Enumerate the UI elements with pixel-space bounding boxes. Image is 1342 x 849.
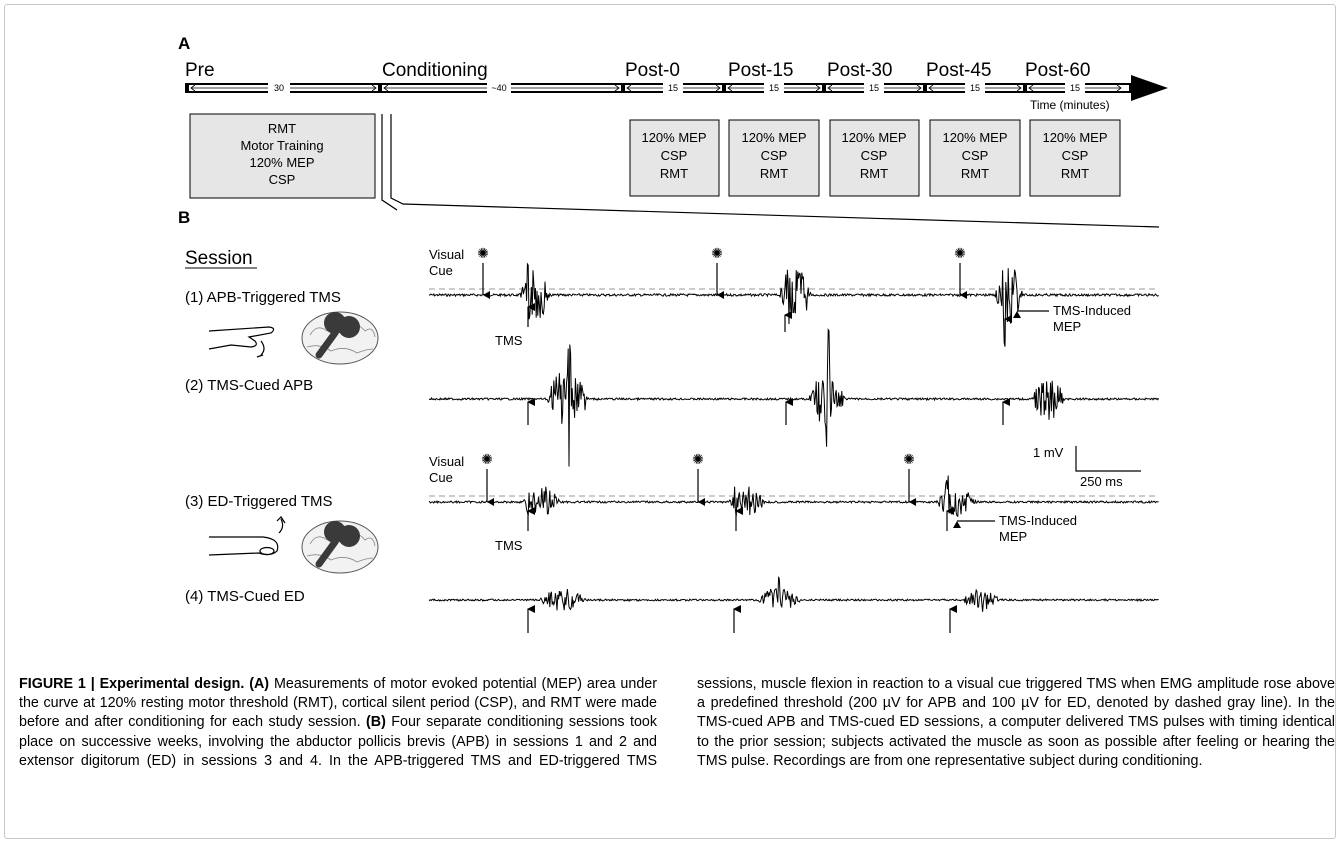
cue-down-arrows — [482, 263, 967, 506]
pre-measurement-box: RMT Motor Training 120% MEP CSP — [189, 113, 376, 199]
caption-label: FIGURE 1 | Experimental design. — [19, 676, 245, 692]
post-box: 120% MEP CSP RMT — [929, 119, 1021, 197]
post-box-line: 120% MEP — [641, 130, 706, 145]
flash-icon: ✺ — [954, 245, 966, 261]
threshold-lines — [429, 288, 1159, 497]
time-axis-label: Time (minutes) — [1030, 98, 1110, 112]
post-box-line: 120% MEP — [841, 130, 906, 145]
visual-cue-label: Cue — [429, 263, 453, 278]
flash-icon: ✺ — [711, 245, 723, 261]
emg-trace-3 — [428, 475, 1159, 518]
post-box-line: CSP — [1062, 148, 1089, 163]
duration-label: 15 — [869, 83, 879, 93]
post-box-line: 120% MEP — [942, 130, 1007, 145]
post-box: 120% MEP CSP RMT — [629, 119, 720, 197]
zoom-lines — [381, 114, 1160, 228]
tms-label: TMS — [495, 333, 523, 348]
phase-name: Post-15 — [728, 60, 793, 81]
phase-names: Pre Conditioning Post-0 Post-15 Post-30 … — [185, 60, 1090, 81]
post-box-line: CSP — [861, 148, 888, 163]
caption-a-tag: (A) — [249, 676, 270, 692]
caption-a-text: Measurements of motor evoked potential (… — [19, 676, 657, 731]
tms-labels: TMS TMS — [495, 333, 523, 553]
post-box-line: RMT — [660, 166, 688, 181]
post-box-line: RMT — [760, 166, 788, 181]
duration-label: 15 — [1070, 83, 1080, 93]
visual-cue-label: Visual — [429, 247, 464, 262]
figure-caption: FIGURE 1 | Experimental design. (A) Meas… — [19, 675, 1335, 771]
session-labels: (1) APB-Triggered TMS (2) TMS-Cued APB (… — [185, 289, 341, 605]
visual-cue-annotations: Visual Cue Visual Cue — [429, 247, 464, 485]
caption-b-tag: (B) — [366, 714, 386, 731]
phase-name: Post-45 — [926, 60, 991, 81]
mep-label: MEP — [1053, 319, 1081, 334]
brain-icon — [301, 520, 379, 574]
mep-label: TMS-Induced — [1053, 303, 1131, 318]
session-label: (3) ED-Triggered TMS — [185, 493, 333, 510]
duration-label: 15 — [668, 83, 678, 93]
figure-graphic: A Pre Conditioning Post-0 Post-15 Post-3… — [178, 34, 1168, 633]
duration-label: 30 — [274, 83, 284, 93]
flash-icon: ✺ — [477, 245, 489, 261]
post-box-line: RMT — [1061, 166, 1089, 181]
mep-label: MEP — [999, 529, 1027, 544]
post-box: 120% MEP CSP RMT — [728, 119, 820, 197]
hand-icon — [208, 516, 286, 556]
phase-name: Pre — [185, 60, 215, 81]
emg-trace-4 — [428, 576, 1159, 612]
post-box-line: CSP — [962, 148, 989, 163]
duration-label: 15 — [970, 83, 980, 93]
mep-annotations: TMS-Induced MEP TMS-Induced MEP — [953, 303, 1131, 544]
post-box-line: RMT — [860, 166, 888, 181]
mep-label: TMS-Induced — [999, 513, 1077, 528]
emg-trace-2 — [428, 328, 1160, 467]
scale-voltage: 1 mV — [1033, 445, 1064, 460]
pre-box-line: Motor Training — [240, 138, 323, 153]
phase-name: Post-30 — [827, 60, 892, 81]
post-box-line: RMT — [961, 166, 989, 181]
pre-box-line: RMT — [268, 121, 296, 136]
scale-time: 250 ms — [1080, 474, 1123, 489]
caption-paragraph: FIGURE 1 | Experimental design. (A) Meas… — [19, 675, 1335, 771]
session-label: (1) APB-Triggered TMS — [185, 289, 341, 306]
tms-up-arrows — [527, 303, 1012, 633]
post-box-line: CSP — [761, 148, 788, 163]
tms-label: TMS — [495, 538, 523, 553]
flash-icon: ✺ — [481, 451, 493, 467]
session-header: Session — [185, 248, 253, 269]
emg-traces — [428, 262, 1160, 612]
flash-icons: ✺ ✺ ✺ ✺ ✺ ✺ — [477, 245, 966, 467]
duration-labels: 30 ~40 15 15 15 15 15 — [268, 83, 1085, 93]
pre-box-line: CSP — [269, 172, 296, 187]
visual-cue-label: Cue — [429, 470, 453, 485]
phase-name: Post-0 — [625, 60, 680, 81]
duration-label: 15 — [769, 83, 779, 93]
session-label: (4) TMS-Cued ED — [185, 588, 305, 605]
duration-label: ~40 — [491, 83, 506, 93]
scale-bar: 1 mV 250 ms — [1033, 445, 1141, 489]
pre-box-line: 120% MEP — [249, 155, 314, 170]
phase-name: Post-60 — [1025, 60, 1090, 81]
session-label: (2) TMS-Cued APB — [185, 377, 313, 394]
hand-icon — [208, 326, 275, 358]
post-box: 120% MEP CSP RMT — [829, 119, 920, 197]
post-box-line: CSP — [661, 148, 688, 163]
panel-a-label: A — [178, 34, 190, 53]
flash-icon: ✺ — [903, 451, 915, 467]
emg-trace-1 — [428, 262, 1159, 347]
phase-name: Conditioning — [382, 60, 488, 81]
post-box-line: 120% MEP — [741, 130, 806, 145]
panel-b-label: B — [178, 208, 190, 227]
figure-frame: A Pre Conditioning Post-0 Post-15 Post-3… — [4, 4, 1336, 839]
post-box: 120% MEP CSP RMT — [1029, 119, 1121, 197]
post-measurement-boxes: 120% MEP CSP RMT 120% MEP CSP RMT 120% M… — [629, 119, 1121, 197]
post-box-line: 120% MEP — [1042, 130, 1107, 145]
flash-icon: ✺ — [692, 451, 704, 467]
brain-icon — [301, 311, 379, 365]
caption-b-text: Four separate conditioning sessions took… — [19, 676, 1335, 769]
visual-cue-label: Visual — [429, 454, 464, 469]
